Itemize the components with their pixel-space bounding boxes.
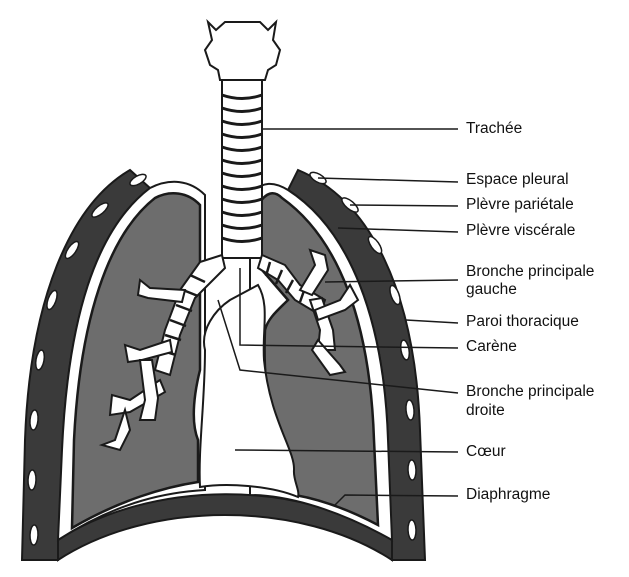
label-paroi-thoracique: Paroi thoracique [466,313,579,331]
label-espace-pleural: Espace pleural [466,171,569,189]
label-bronche-droite-line2: droite [466,402,505,420]
label-plevre-parietale: Plèvre pariétale [466,196,574,214]
label-bronche-droite-line1: Bronche principale [466,383,594,401]
label-carene: Carène [466,338,517,356]
label-bronche-gauche-line2: gauche [466,281,517,299]
label-plevre-viscerale: Plèvre viscérale [466,222,575,240]
label-diaphragme: Diaphragme [466,486,550,504]
label-bronche-gauche-line1: Bronche principale [466,263,594,281]
label-coeur: Cœur [466,443,506,461]
label-trachee: Trachée [466,120,522,138]
